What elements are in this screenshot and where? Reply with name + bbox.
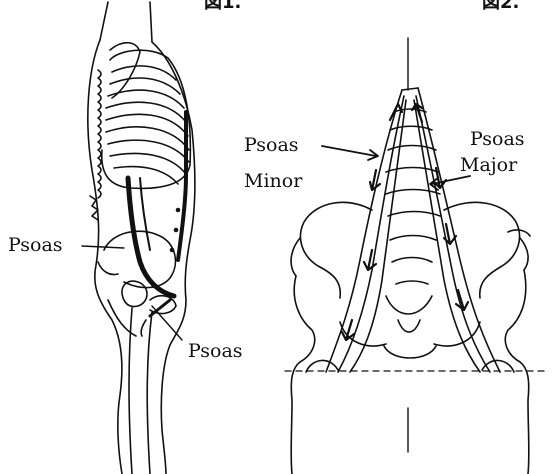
label-psoas-left-lower: Psoas	[188, 342, 243, 361]
label-psoas-minor-line1: Psoas	[244, 136, 299, 155]
pelvis-psoas-drawing	[285, 38, 545, 474]
label-psoas-major-line2: Major	[460, 156, 517, 175]
lateral-body-drawing	[82, 2, 195, 474]
label-psoas-minor-line2: Minor	[244, 172, 302, 191]
label-psoas-major-line1: Psoas	[470, 130, 525, 149]
label-psoas-left-upper: Psoas	[8, 236, 63, 255]
